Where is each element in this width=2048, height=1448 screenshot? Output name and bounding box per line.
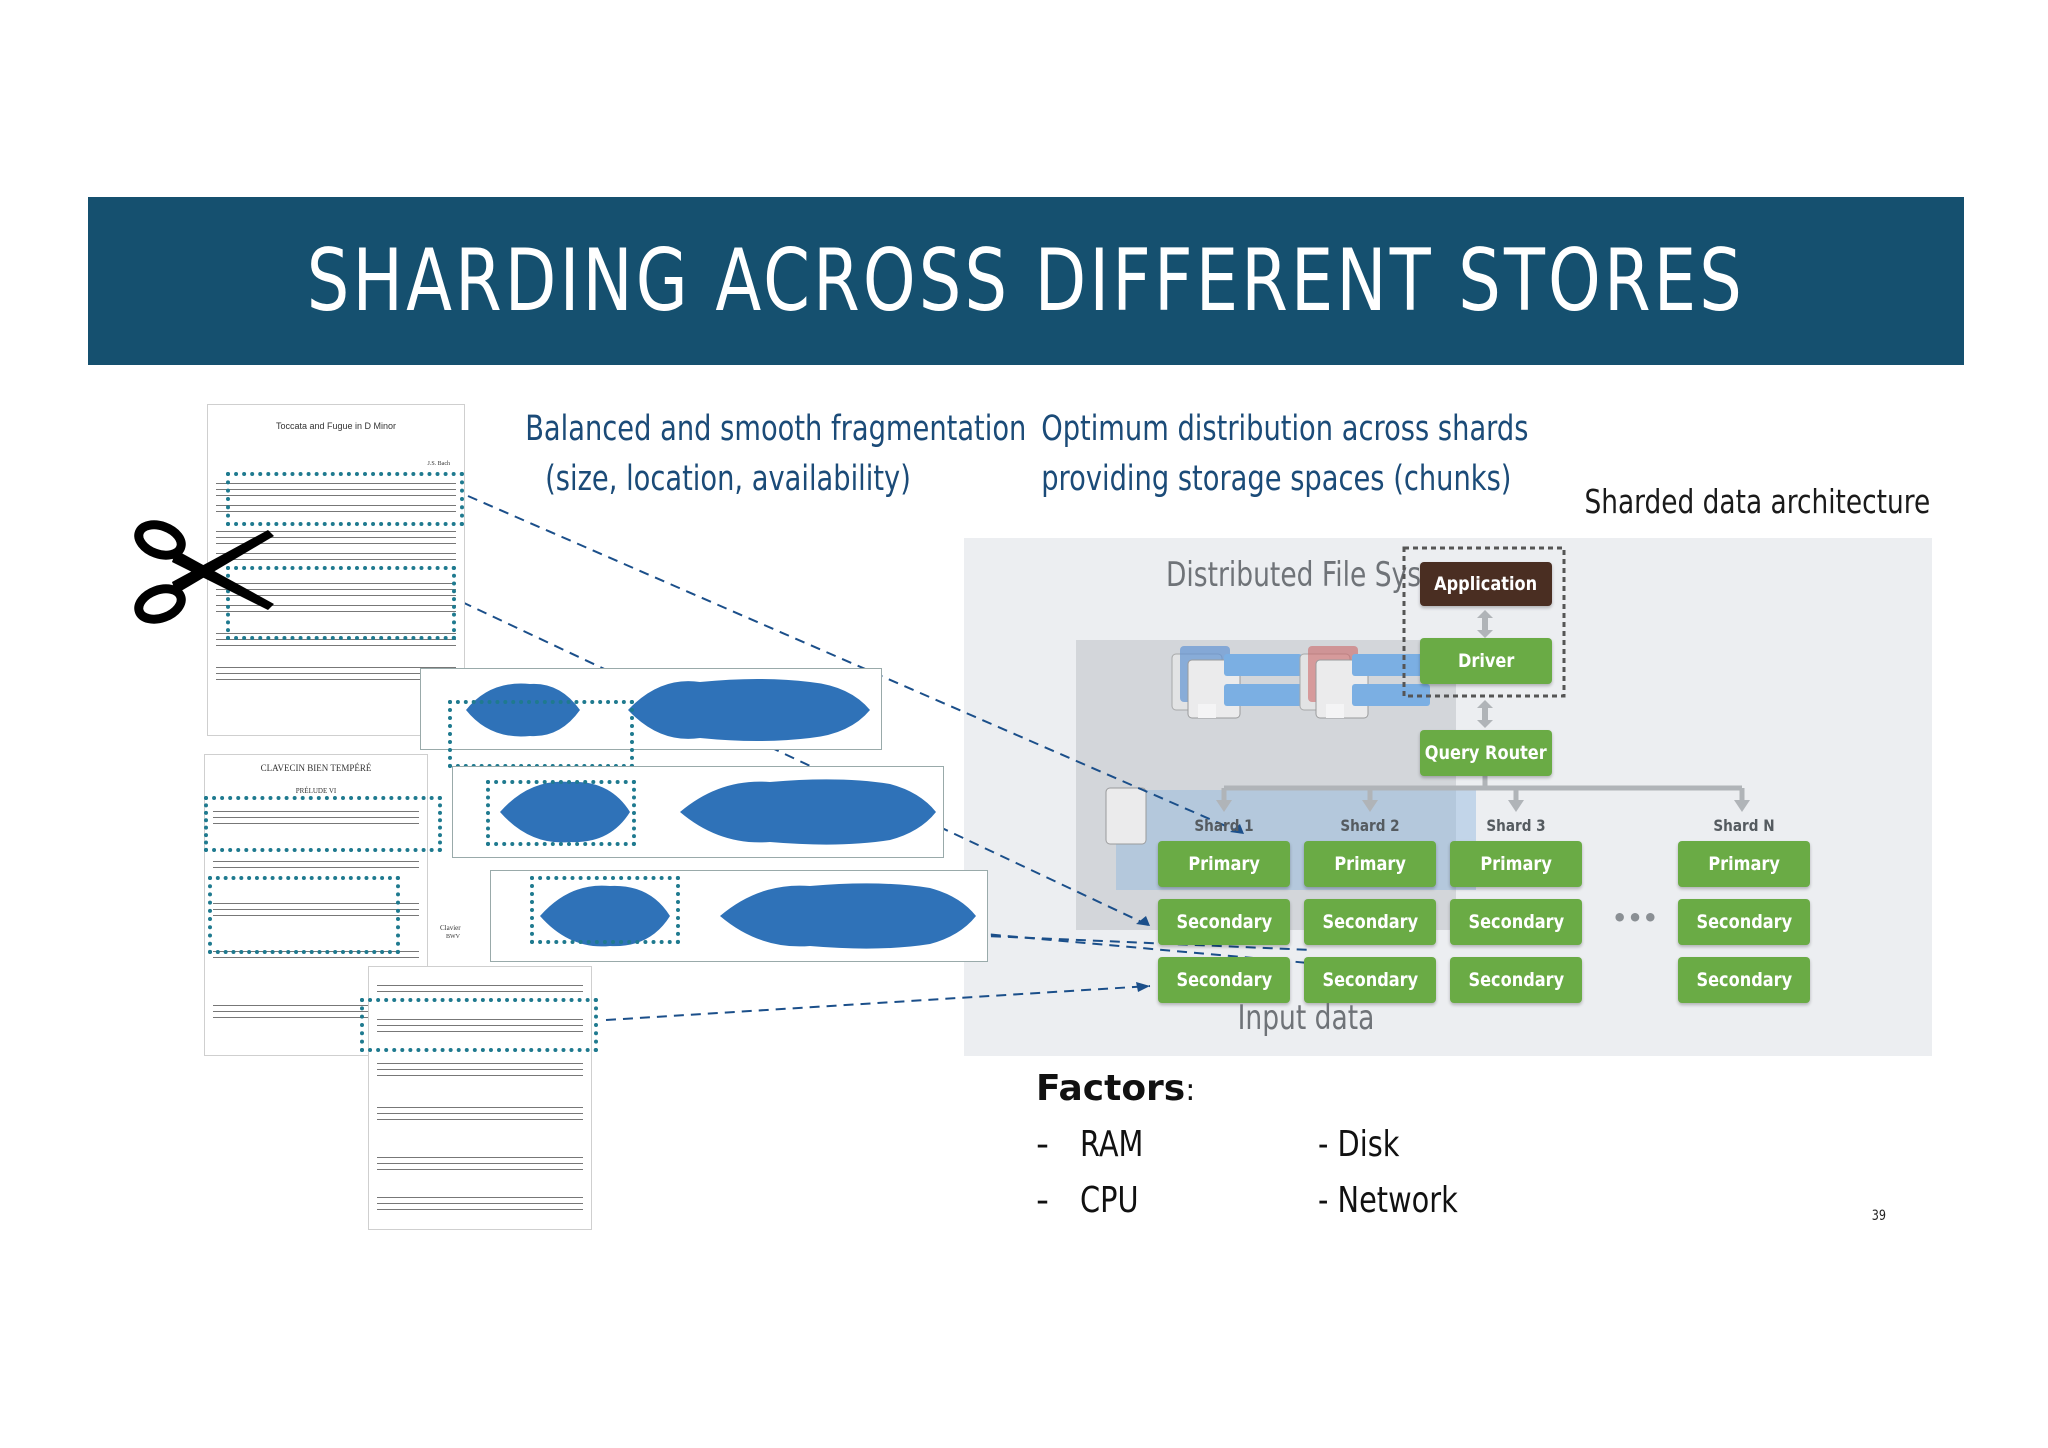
right-caption-line2: providing storage spaces (chunks)	[1041, 459, 1512, 499]
shard-1-secondary-1: Secondary	[1158, 899, 1290, 945]
waveform-fragment-box-1	[448, 700, 634, 768]
sheet-music-prelude: PRÉLUDE VI	[295, 787, 337, 795]
query-router-label: Query Router	[1425, 742, 1547, 764]
shard-n-label: Shard N	[1713, 816, 1775, 835]
factor-ram-dash: -	[1036, 1124, 1049, 1165]
scissors-icon	[134, 520, 274, 624]
shard-3-primary-label: Primary	[1480, 853, 1552, 875]
waveform-3	[540, 883, 976, 949]
shard-3-secondary-2: Secondary	[1450, 957, 1582, 1003]
driver-label: Driver	[1457, 650, 1515, 672]
shard-n-primary-label: Primary	[1708, 853, 1780, 875]
shard-3-label: Shard 3	[1486, 816, 1546, 835]
sheet-music-title-1: Toccata and Fugue in D Minor	[275, 421, 397, 431]
sheet-music-page-3	[368, 966, 592, 1230]
shard-3-secondary-1: Secondary	[1450, 899, 1582, 945]
waveform-1	[466, 679, 870, 741]
shard-1-primary: Primary	[1158, 841, 1290, 887]
driver-router-arrow	[1477, 700, 1493, 728]
shard-2-primary: Primary	[1304, 841, 1436, 887]
shard-2-secondary-1-label: Secondary	[1322, 911, 1418, 933]
factors-title-wrap: Factors:	[1036, 1068, 1195, 1109]
waveform-fragment-box-3	[530, 876, 680, 944]
shard-n-secondary-1: Secondary	[1678, 899, 1810, 945]
title-banner: SHARDING ACROSS DIFFERENT STORES	[88, 197, 1964, 365]
factor-cpu-dash: -	[1036, 1180, 1049, 1221]
shard-2-secondary-1: Secondary	[1304, 899, 1436, 945]
factor-disk: - Disk	[1318, 1124, 1400, 1165]
shard-n-secondary-2-label: Secondary	[1696, 969, 1792, 991]
fragment-box-4	[208, 876, 400, 954]
clavier-label: Clavier	[440, 924, 461, 932]
factors-colon: :	[1185, 1073, 1196, 1108]
shard-1-secondary-2-label: Secondary	[1176, 969, 1272, 991]
shard-3-secondary-2-label: Secondary	[1468, 969, 1564, 991]
factor-ram-label: RAM	[1080, 1124, 1144, 1165]
shard-n-secondary-2: Secondary	[1678, 957, 1810, 1003]
factor-network: - Network	[1318, 1180, 1458, 1221]
waveform-2	[500, 779, 936, 845]
shard-1-secondary-1-label: Secondary	[1176, 911, 1272, 933]
shard-1-primary-label: Primary	[1188, 853, 1260, 875]
shard-2-secondary-2: Secondary	[1304, 957, 1436, 1003]
architecture-title: Sharded data architecture	[1584, 482, 1930, 521]
client-dashed-box	[1402, 546, 1566, 698]
left-caption-line2: (size, location, availability)	[545, 459, 911, 499]
shard-ellipsis: •••	[1612, 904, 1659, 932]
sheet-music-composer-1: J.S. Bach	[427, 461, 451, 467]
slide-title: SHARDING ACROSS DIFFERENT STORES	[306, 231, 1746, 331]
bwv-label: BWV	[446, 934, 460, 940]
shard-1-secondary-2: Secondary	[1158, 957, 1290, 1003]
input-data-label: Input data	[1237, 998, 1375, 1038]
shard-n-secondary-1-label: Secondary	[1696, 911, 1792, 933]
shard-n-primary: Primary	[1678, 841, 1810, 887]
shard-3-primary: Primary	[1450, 841, 1582, 887]
shard-1-label: Shard 1	[1194, 816, 1254, 835]
dfs-diagram-icons	[1105, 646, 1476, 890]
driver-node: Driver	[1420, 638, 1552, 684]
fragment-box-3	[204, 796, 442, 852]
application-label: Application	[1434, 573, 1538, 595]
shard-3-secondary-1-label: Secondary	[1468, 911, 1564, 933]
page-number: 39	[1871, 1208, 1887, 1224]
shard-2-label: Shard 2	[1340, 816, 1400, 835]
app-driver-arrow	[1477, 610, 1493, 638]
fragment-box-5	[360, 998, 598, 1052]
waveform-fragment-box-2	[486, 780, 636, 846]
query-router-node: Query Router	[1420, 730, 1552, 776]
fragment-box-1	[226, 472, 464, 526]
factor-cpu: - CPU	[1036, 1180, 1139, 1221]
sheet-music-title-2: CLAVECIN BIEN TEMPÉRÉ	[260, 763, 372, 773]
shard-2-primary-label: Primary	[1334, 853, 1406, 875]
dfs-label: Distributed File Syst	[1166, 555, 1432, 595]
input-label-wrap: Input data	[1196, 998, 1416, 1038]
shard-2-secondary-2-label: Secondary	[1322, 969, 1418, 991]
architecture-title-wrap: Sharded data architecture	[1498, 482, 1930, 521]
fragment-box-2	[226, 566, 456, 640]
factors-title: Factors	[1036, 1068, 1186, 1109]
left-caption: Balanced and smooth fragmentation (size,…	[468, 404, 1026, 504]
application-node: Application	[1420, 562, 1552, 606]
factor-ram: - RAM	[1036, 1124, 1143, 1165]
factor-cpu-label: CPU	[1080, 1180, 1139, 1221]
right-caption: Optimum distribution across shards provi…	[984, 404, 1528, 504]
dfs-label-wrap: Distributed File Syst	[1166, 555, 1506, 595]
